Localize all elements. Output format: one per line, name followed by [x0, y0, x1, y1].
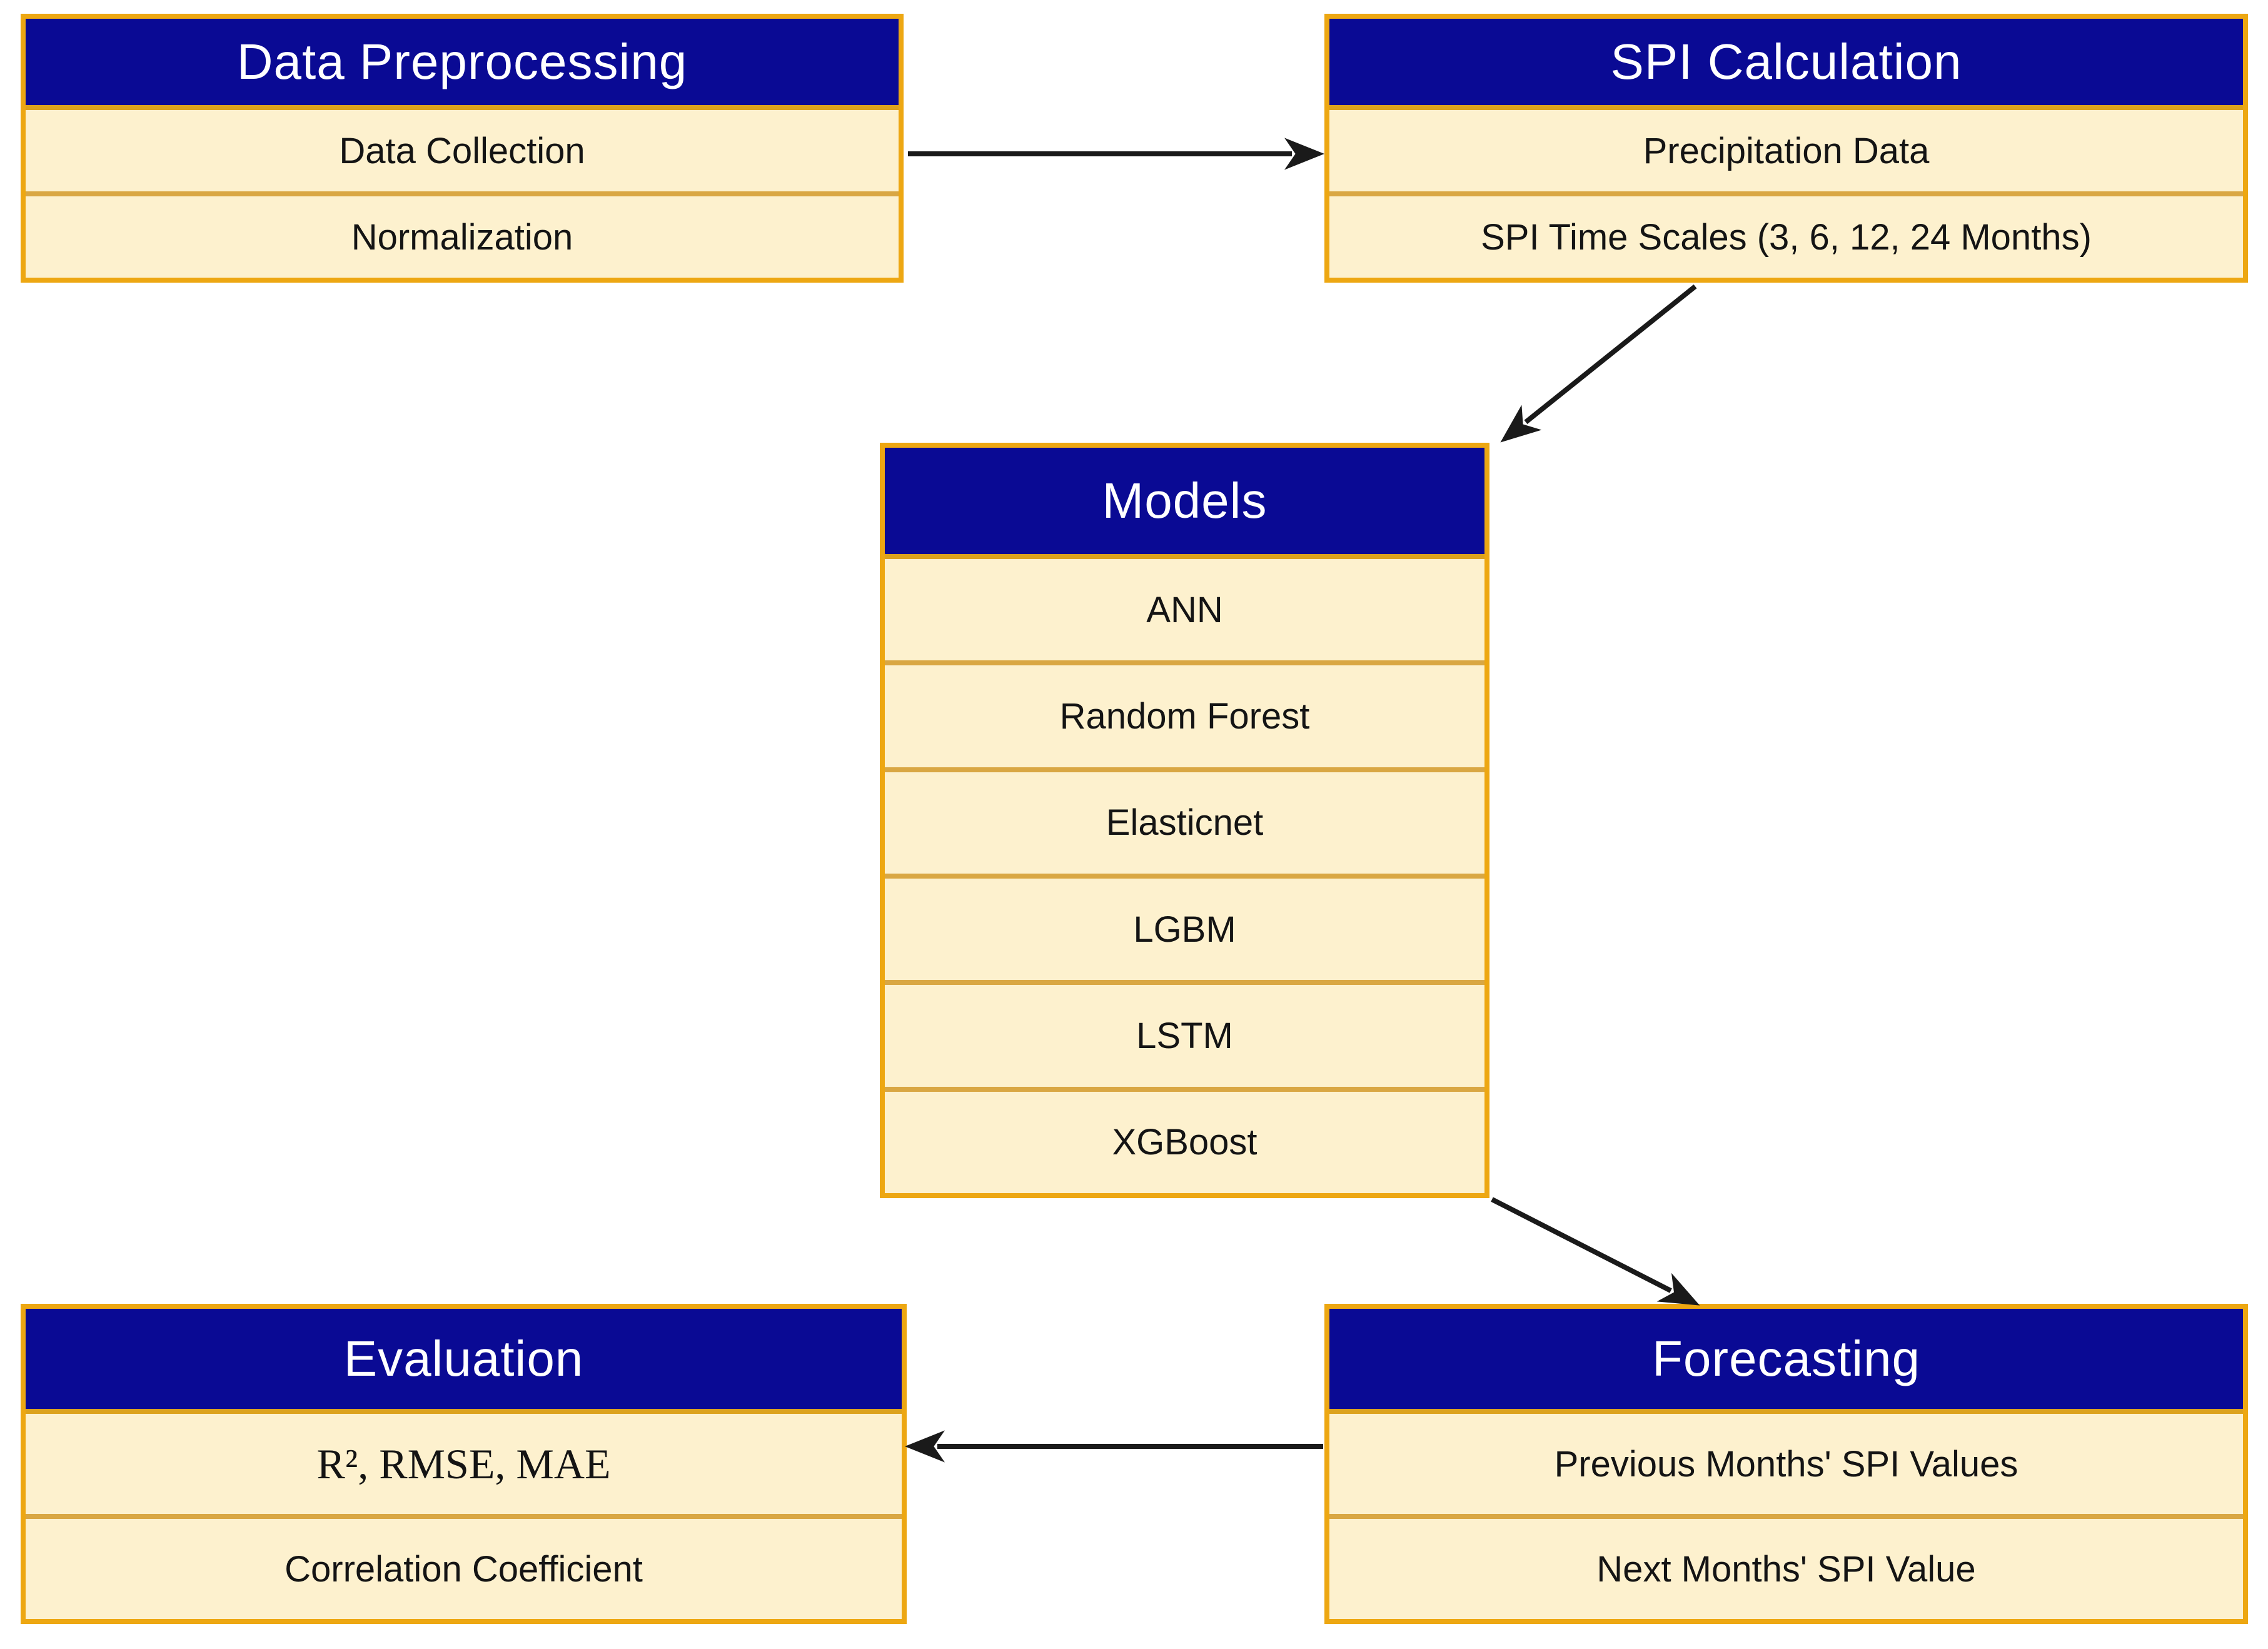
row-previous-months-spi-values: Previous Months' SPI Values [1329, 1409, 2243, 1514]
row-xgboost: XGBoost [885, 1086, 1484, 1193]
node-title-evaluation: Evaluation [26, 1309, 902, 1409]
row-lgbm: LGBM [885, 873, 1484, 981]
row-correlation-coefficient: Correlation Coefficient [26, 1514, 902, 1619]
node-forecasting: Forecasting Previous Months' SPI Values … [1324, 1304, 2248, 1624]
row-ann: ANN [885, 554, 1484, 661]
node-title-spi-calculation: SPI Calculation [1329, 19, 2243, 105]
node-title-forecasting: Forecasting [1329, 1309, 2243, 1409]
node-data-preprocessing: Data Preprocessing Data Collection Norma… [21, 14, 904, 283]
row-data-collection: Data Collection [26, 105, 899, 191]
row-lstm: LSTM [885, 980, 1484, 1087]
row-normalization: Normalization [26, 191, 899, 278]
row-precipitation-data: Precipitation Data [1329, 105, 2243, 191]
node-title-models: Models [885, 448, 1484, 554]
node-title-data-preprocessing: Data Preprocessing [26, 19, 899, 105]
node-models: Models ANN Random Forest Elasticnet LGBM… [880, 443, 1489, 1198]
row-random-forest: Random Forest [885, 660, 1484, 767]
row-spi-time-scales: SPI Time Scales (3, 6, 12, 24 Months) [1329, 191, 2243, 278]
row-r2-rmse-mae: R², RMSE, MAE [26, 1409, 902, 1514]
row-elasticnet: Elasticnet [885, 767, 1484, 874]
row-next-months-spi-value: Next Months' SPI Value [1329, 1514, 2243, 1619]
arrow-spi-to-models [1500, 284, 1697, 443]
node-spi-calculation: SPI Calculation Precipitation Data SPI T… [1324, 14, 2248, 283]
arrow-models-to-forecasting [1491, 1197, 1700, 1306]
node-evaluation: Evaluation R², RMSE, MAE Correlation Coe… [21, 1304, 907, 1624]
